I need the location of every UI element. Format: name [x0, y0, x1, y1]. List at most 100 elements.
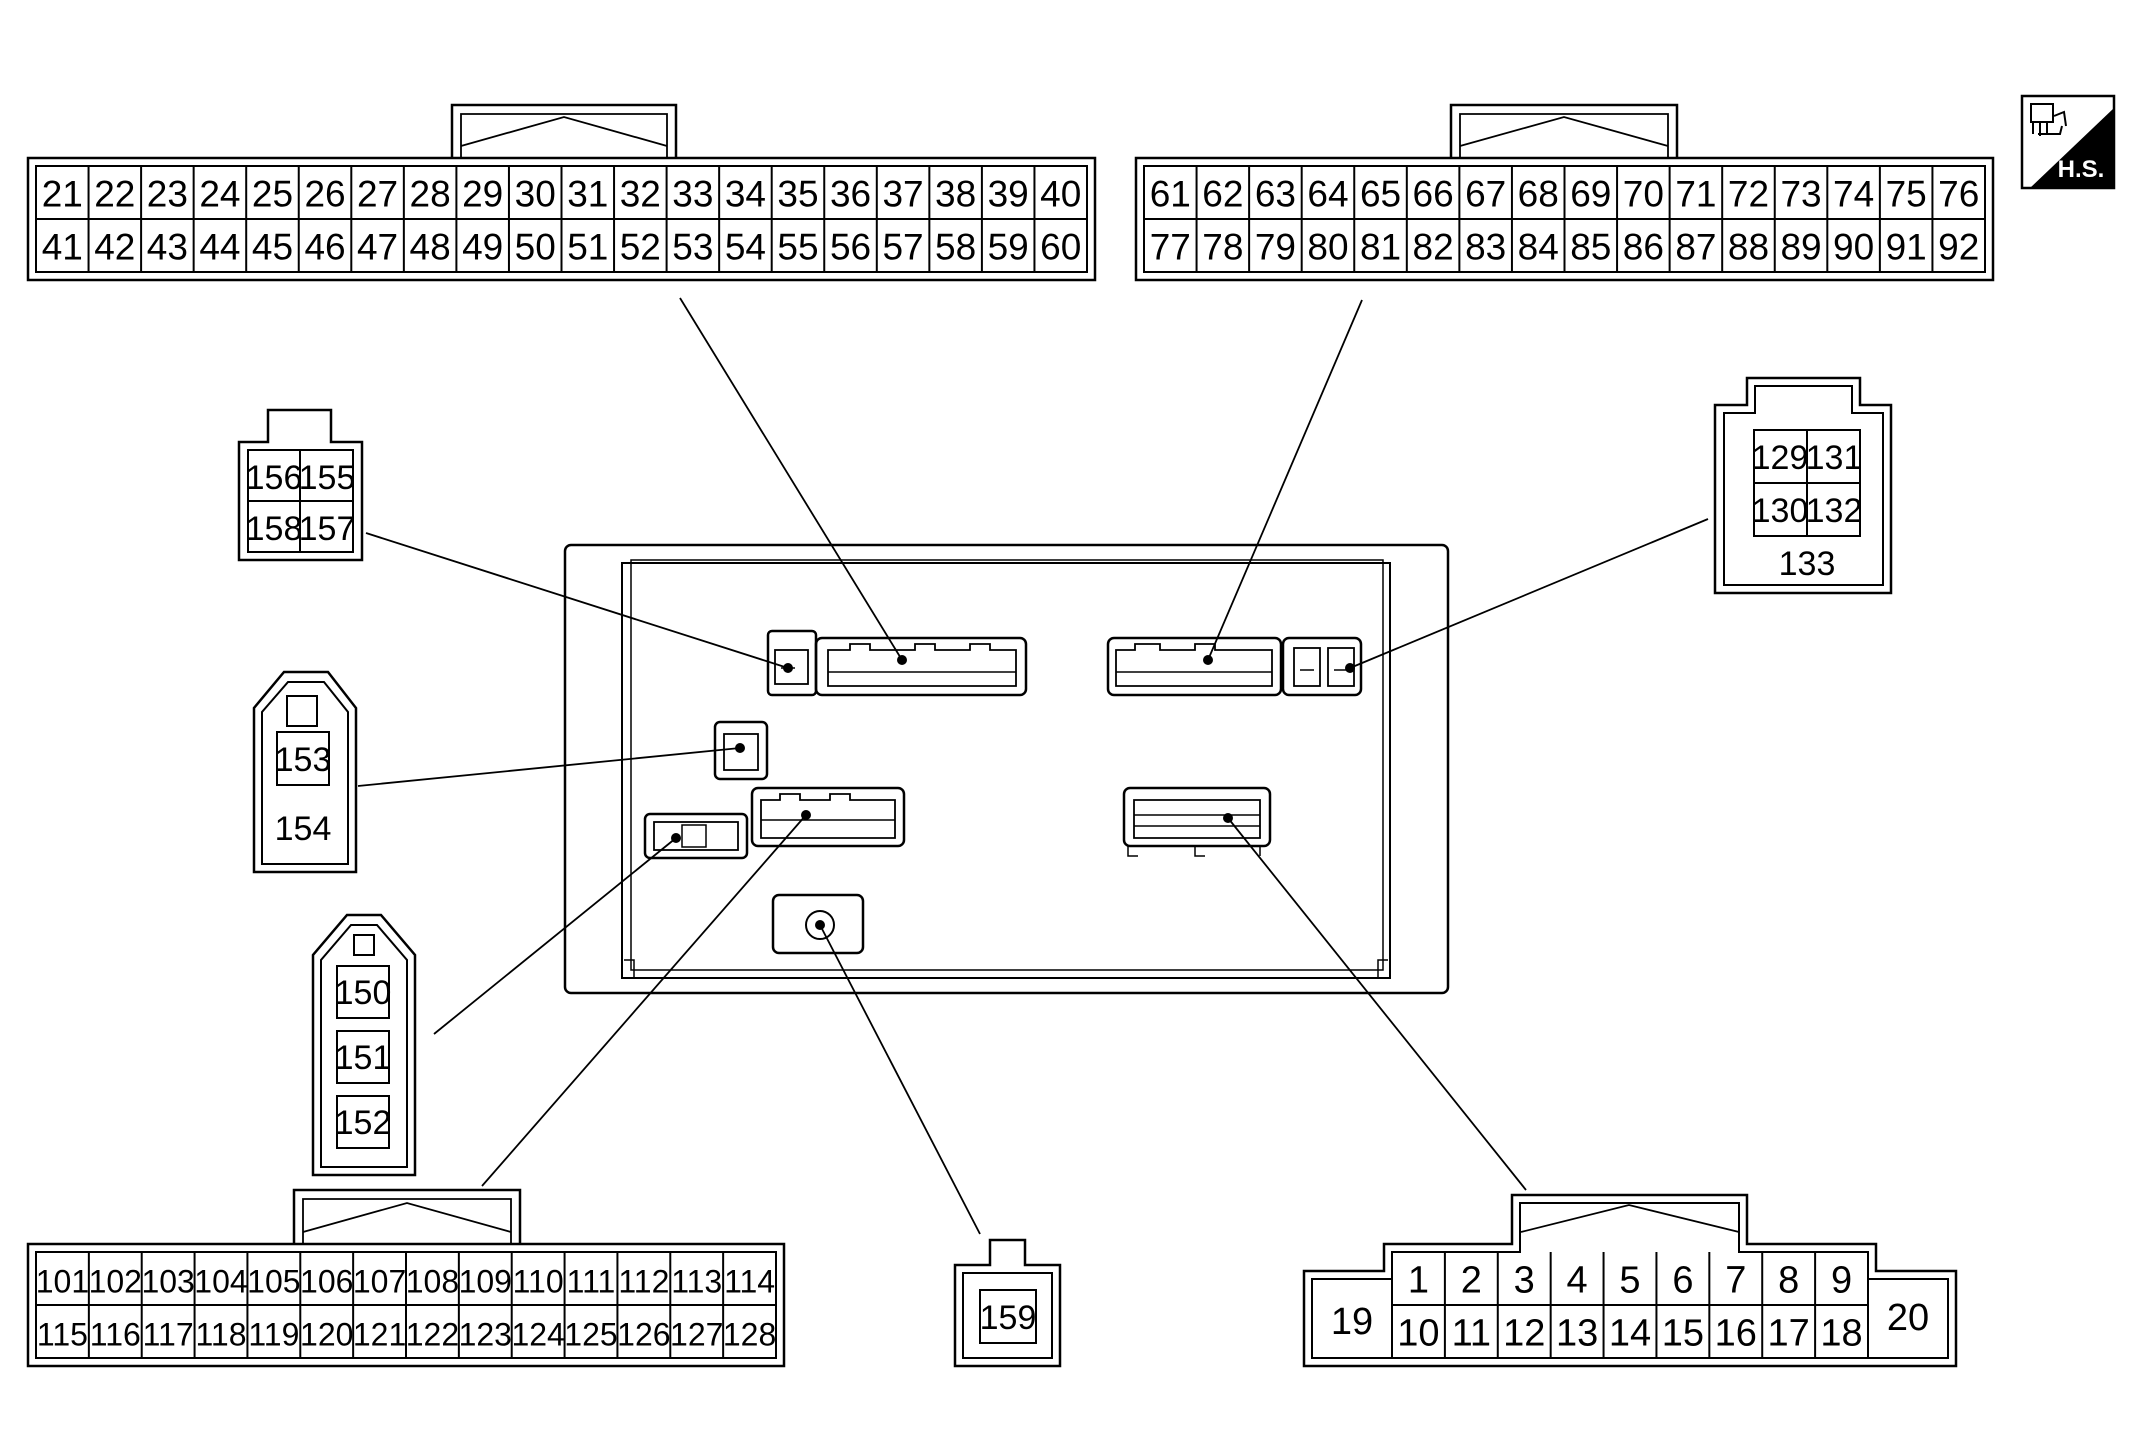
pin-101: 101	[36, 1263, 89, 1299]
pin-103: 103	[141, 1263, 194, 1299]
pin-56: 56	[830, 226, 871, 267]
pin-110: 110	[513, 1263, 564, 1299]
pin-77: 77	[1150, 226, 1191, 267]
pin-24: 24	[199, 173, 240, 214]
pin-7: 7	[1725, 1259, 1746, 1301]
pin-1: 1	[1408, 1259, 1429, 1301]
pin-76: 76	[1938, 173, 1979, 214]
pin-25: 25	[252, 173, 293, 214]
pin-121: 121	[353, 1316, 406, 1352]
pin-128: 128	[723, 1316, 776, 1352]
pin-31: 31	[567, 173, 608, 214]
pin-116: 116	[90, 1316, 141, 1352]
pin-46: 46	[304, 226, 345, 267]
pin-153: 153	[275, 741, 332, 779]
pin-126: 126	[617, 1316, 670, 1352]
pin-118: 118	[195, 1316, 246, 1352]
pin-155: 155	[299, 459, 356, 497]
pin-6: 6	[1672, 1259, 1693, 1301]
pin-8: 8	[1778, 1259, 1799, 1301]
pin-19: 19	[1331, 1301, 1373, 1343]
pin-18: 18	[1820, 1312, 1862, 1354]
pin-79: 79	[1255, 226, 1296, 267]
pin-29: 29	[462, 173, 503, 214]
pin-63: 63	[1255, 173, 1296, 214]
unit-port-1-20	[1122, 786, 1272, 857]
pin-151: 151	[335, 1039, 392, 1077]
pin-66: 66	[1413, 173, 1454, 214]
pin-28: 28	[410, 173, 451, 214]
pin-119: 119	[248, 1316, 299, 1352]
unit-port-61-92	[1106, 636, 1283, 697]
pin-68: 68	[1518, 173, 1559, 214]
pin-86: 86	[1623, 226, 1664, 267]
pin-127: 127	[670, 1316, 723, 1352]
connector-159	[953, 1238, 1062, 1368]
pin-106: 106	[300, 1263, 353, 1299]
pin-49: 49	[462, 226, 503, 267]
connector-153-154	[252, 670, 358, 874]
pin-125: 125	[564, 1316, 617, 1352]
pin-90: 90	[1833, 226, 1874, 267]
pin-120: 120	[300, 1316, 353, 1352]
pin-78: 78	[1202, 226, 1243, 267]
pin-14: 14	[1609, 1312, 1651, 1354]
pin-132: 132	[1806, 492, 1863, 530]
pin-104: 104	[194, 1263, 247, 1299]
pin-92: 92	[1938, 226, 1979, 267]
pin-32: 32	[620, 173, 661, 214]
unit-port-21-60	[814, 636, 1028, 697]
pin-12: 12	[1503, 1312, 1545, 1354]
pin-72: 72	[1728, 173, 1769, 214]
pin-73: 73	[1780, 173, 1821, 214]
pin-88: 88	[1728, 226, 1769, 267]
unit-port-159	[771, 893, 865, 955]
pin-109: 109	[459, 1263, 512, 1299]
pin-13: 13	[1556, 1312, 1598, 1354]
pin-117: 117	[143, 1316, 194, 1352]
pin-150: 150	[335, 974, 392, 1012]
pin-69: 69	[1570, 173, 1611, 214]
leader-dots	[671, 655, 1355, 930]
pin-34: 34	[725, 173, 766, 214]
connector-129-133	[1713, 376, 1893, 595]
pin-124: 124	[511, 1316, 564, 1352]
pin-84: 84	[1518, 226, 1559, 267]
pin-115: 115	[37, 1316, 88, 1352]
pin-80: 80	[1307, 226, 1348, 267]
pin-3: 3	[1514, 1259, 1535, 1301]
pin-58: 58	[935, 226, 976, 267]
leader-lines	[357, 297, 1709, 1235]
connector-155-158	[237, 408, 364, 562]
pin-154: 154	[275, 810, 332, 848]
pin-30: 30	[515, 173, 556, 214]
pin-74: 74	[1833, 173, 1874, 214]
pin-37: 37	[882, 173, 923, 214]
pin-131: 131	[1806, 439, 1863, 477]
pin-27: 27	[357, 173, 398, 214]
pin-129: 129	[1752, 439, 1809, 477]
pin-65: 65	[1360, 173, 1401, 214]
pin-102: 102	[89, 1263, 142, 1299]
hs-label: H.S.	[2058, 156, 2105, 183]
pin-111: 111	[567, 1263, 616, 1299]
pin-43: 43	[147, 226, 188, 267]
pin-54: 54	[725, 226, 766, 267]
pin-36: 36	[830, 173, 871, 214]
pin-51: 51	[567, 226, 608, 267]
pin-44: 44	[199, 226, 240, 267]
connector-150-152	[311, 913, 417, 1177]
pin-113: 113	[671, 1263, 722, 1299]
pin-85: 85	[1570, 226, 1611, 267]
pin-75: 75	[1886, 173, 1927, 214]
pin-11: 11	[1452, 1312, 1491, 1354]
pin-38: 38	[935, 173, 976, 214]
pin-50: 50	[515, 226, 556, 267]
pin-156: 156	[246, 459, 303, 497]
